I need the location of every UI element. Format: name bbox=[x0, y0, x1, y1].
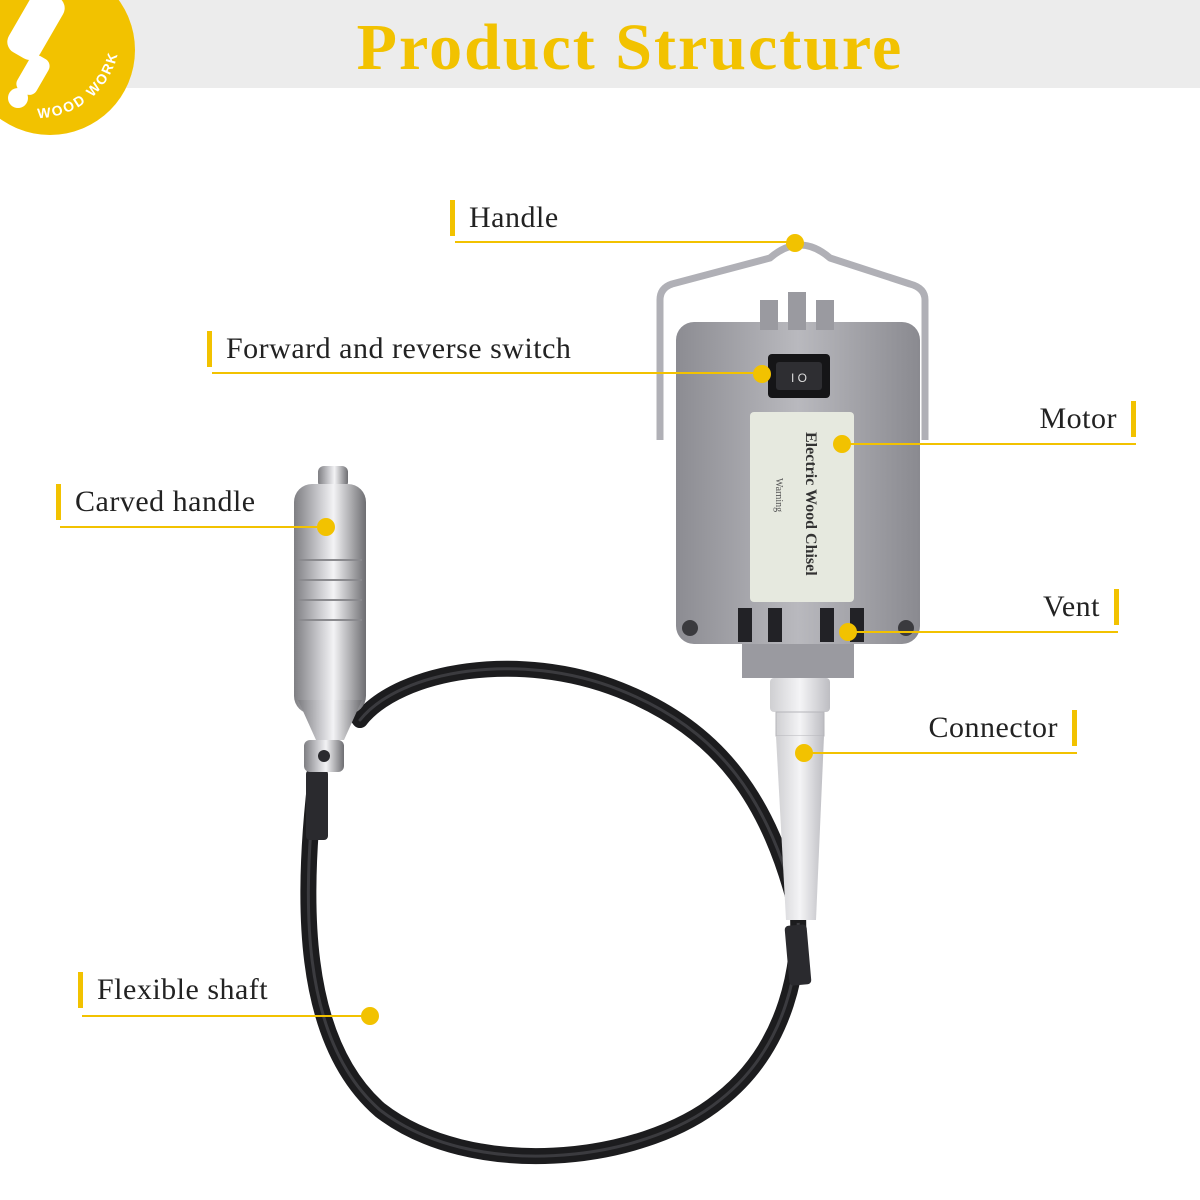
callout-handle: Handle bbox=[450, 200, 559, 236]
svg-text:I O: I O bbox=[791, 371, 807, 385]
header-band bbox=[0, 0, 1200, 88]
nameplate-title: Electric Wood Chisel bbox=[802, 432, 819, 576]
switch-marker bbox=[753, 365, 771, 383]
callout-vent: Vent bbox=[1020, 589, 1119, 625]
vent-marker bbox=[839, 623, 857, 641]
connector-marker bbox=[795, 744, 813, 762]
nameplate-warning: Warning bbox=[773, 478, 784, 512]
flexible-shaft-cable bbox=[300, 660, 812, 1165]
motor-part: I O Electric Wood Chisel Warning bbox=[656, 241, 929, 678]
carved-handle-part bbox=[294, 466, 366, 772]
callout-flexible-shaft: Flexible shaft bbox=[78, 972, 268, 1008]
callout-leaders bbox=[60, 234, 1136, 1025]
callout-carved-handle: Carved handle bbox=[56, 484, 256, 520]
page-title: Product Structure bbox=[356, 11, 904, 84]
callout-motor: Motor bbox=[1020, 401, 1136, 437]
handle-marker bbox=[786, 234, 804, 252]
motor-marker bbox=[833, 435, 851, 453]
brand-logo: WOOD WORK bbox=[0, 0, 135, 135]
callout-switch: Forward and reverse switch bbox=[207, 331, 571, 367]
carved-handle-marker bbox=[317, 518, 335, 536]
connector-part bbox=[770, 678, 830, 920]
flexible-shaft-marker bbox=[361, 1007, 379, 1025]
callout-connector: Connector bbox=[900, 710, 1077, 746]
